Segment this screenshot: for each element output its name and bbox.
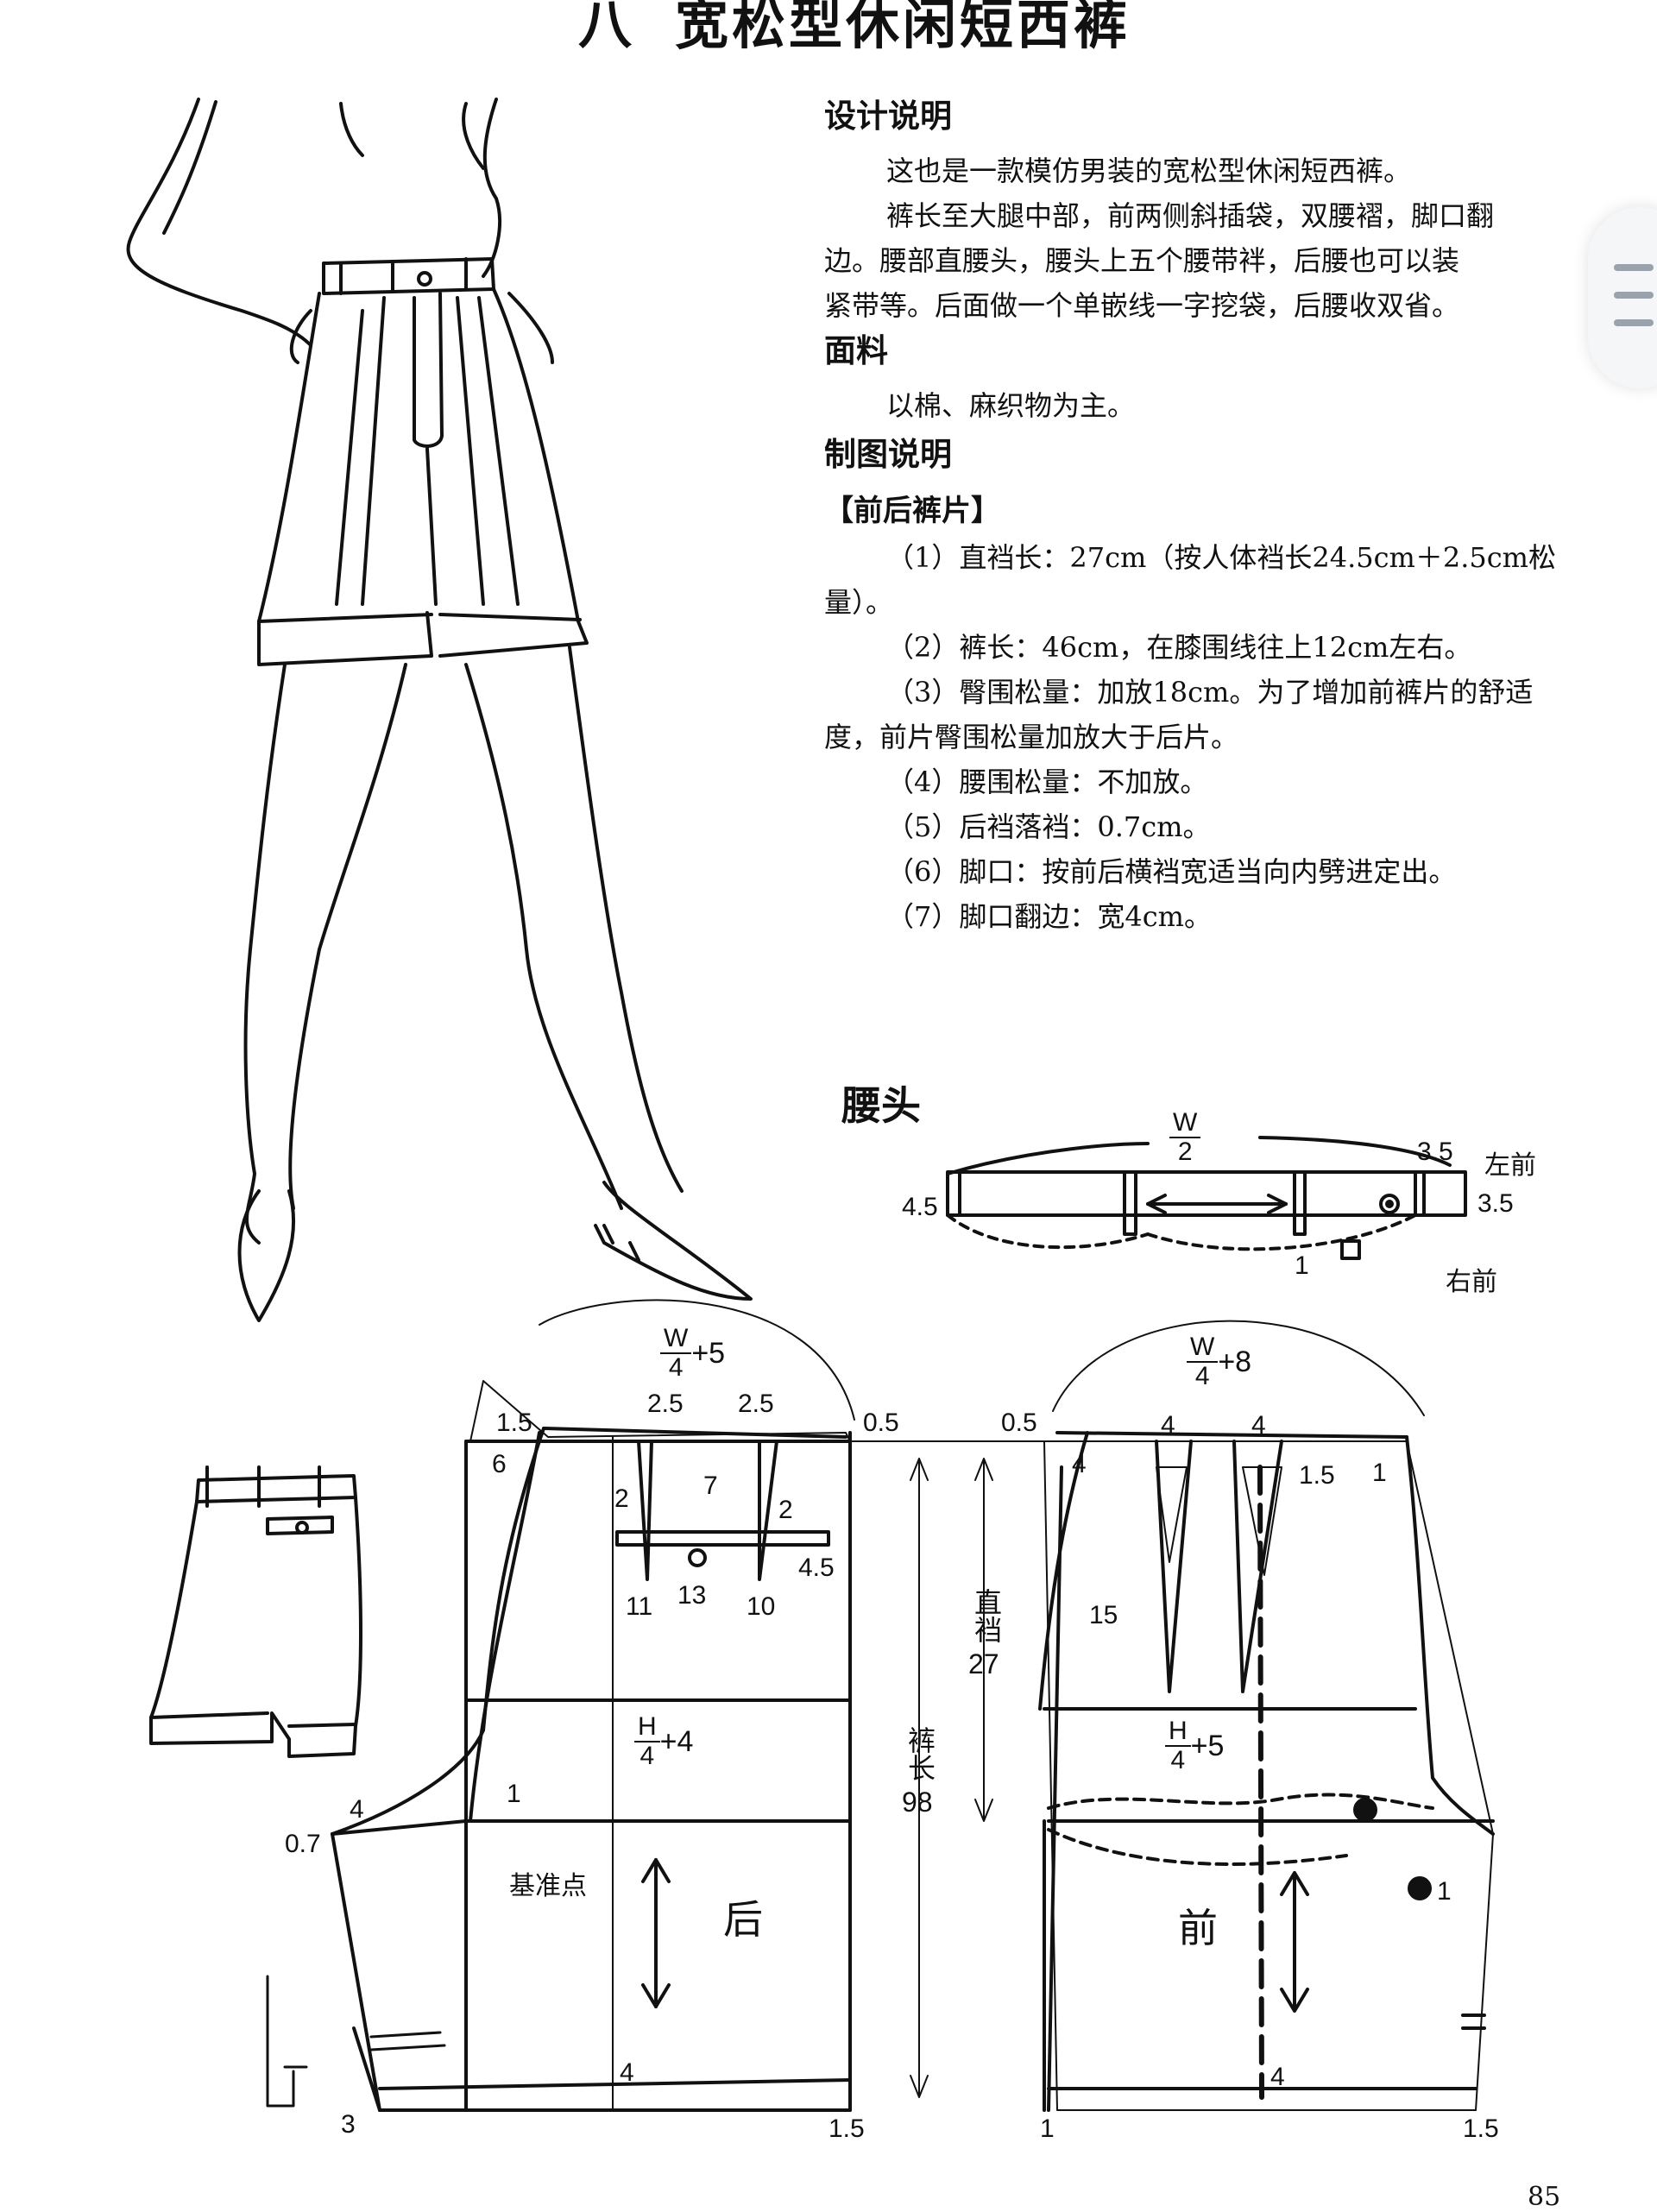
menu-handle[interactable] [1588, 207, 1657, 388]
drafting-item: （4）腰围松量：不加放。 [886, 766, 1208, 798]
back-label: 2.5 [647, 1390, 684, 1418]
drafting-item: （2）裤长：46cm，在膝围线往上12cm左右。 [886, 631, 1472, 664]
waistband-height-left: 4.5 [902, 1193, 938, 1221]
back-label: 7 [703, 1472, 718, 1500]
front-label: 15 [1089, 1601, 1118, 1629]
back-piece-label: 后 [723, 1896, 763, 1943]
back-waist-formula: W 4 +5 [660, 1325, 725, 1382]
drafting-subheading: 【前后裤片】 [824, 494, 1000, 528]
front-waist-formula: W 4 +8 [1187, 1333, 1251, 1390]
design-p2c: 紧带等。后面做一个单嵌线一字挖袋，后腰收双省。 [824, 289, 1460, 322]
description-block: 设计说明 这也是一款模仿男装的宽松型休闲短西裤。 裤长至大腿中部，前两侧斜插袋，… [824, 95, 1601, 939]
menu-icon-bar [1614, 292, 1654, 299]
drafting-item: （5）后裆落裆：0.7cm。 [886, 810, 1211, 843]
front-label: 0.5 [1001, 1408, 1037, 1437]
drafting-item: （6）脚口：按前后横裆宽适当向内劈进定出。 [886, 855, 1457, 888]
drafting-item: （7）脚口翻边：宽4cm。 [886, 900, 1212, 933]
back-label: 2 [614, 1484, 629, 1513]
back-label: 13 [677, 1581, 707, 1610]
waistband-width-right: 3.5 [1417, 1138, 1453, 1166]
waistband-one: 1 [1295, 1251, 1309, 1280]
drafting-item: 度，前片臀围松量加放大于后片。 [824, 721, 1239, 753]
back-label: 1.5 [496, 1408, 532, 1437]
pants-length-label: 裤长 [904, 1726, 936, 1781]
front-label: 1.5 [1463, 2114, 1499, 2143]
waistband-right-front: 右前 [1446, 1267, 1497, 1297]
design-heading: 设计说明 [824, 98, 952, 135]
design-p2b: 边。腰部直腰头，腰头上五个腰带袢，后腰也可以装 [824, 244, 1460, 277]
back-label: 10 [747, 1592, 776, 1621]
back-label: 3 [341, 2110, 356, 2139]
front-label: 1 [1437, 1877, 1452, 1906]
fabric-heading: 面料 [824, 332, 888, 369]
crotch-depth-value: 27 [968, 1648, 999, 1679]
front-piece-label: 前 [1178, 1905, 1218, 1951]
front-label: 1 [1372, 1459, 1387, 1487]
design-p1: 这也是一款模仿男装的宽松型休闲短西裤。 [886, 154, 1412, 187]
section-number: 八 [578, 0, 636, 56]
drafting-item: （3）臀围松量：加放18cm。为了增加前裤片的舒适 [886, 676, 1534, 709]
menu-icon-bar [1614, 319, 1654, 326]
back-label: 1.5 [828, 2114, 865, 2143]
fabric-p1: 以棉、麻织物为主。 [886, 389, 1136, 422]
crotch-depth-label: 直裆 [970, 1588, 1003, 1643]
back-label: 2 [778, 1496, 793, 1524]
waistband-title: 腰头 [841, 1082, 921, 1129]
back-hip-formula: H 4 +4 [634, 1713, 693, 1770]
page-number: 85 [1528, 2182, 1561, 2212]
back-label: 4 [350, 1795, 364, 1824]
drafting-item: 量）。 [824, 586, 894, 619]
back-label: 4 [620, 2058, 634, 2087]
back-label: 2.5 [738, 1390, 774, 1418]
section-title: 宽松型休闲短西裤 [675, 0, 1131, 56]
page-title: 八宽松型休闲短西裤 [578, 0, 1131, 59]
front-label: 1.5 [1299, 1461, 1335, 1490]
front-label: 4 [1270, 2063, 1285, 2091]
drafting-item: （1）直裆长：27cm（按人体裆长24.5cm＋2.5cm松 [886, 541, 1557, 574]
waistband-left-front: 左前 [1484, 1150, 1536, 1181]
front-hip-formula: H 4 +5 [1165, 1717, 1224, 1774]
design-p2a: 裤长至大腿中部，前两侧斜插袋，双腰褶，脚口翻 [886, 199, 1495, 232]
back-label: 0.5 [863, 1408, 899, 1437]
front-label: 4 [1161, 1411, 1175, 1440]
back-label: 6 [492, 1450, 507, 1478]
back-label: 0.7 [285, 1830, 321, 1858]
waistband-height-right: 3.5 [1477, 1189, 1514, 1218]
back-label: 11 [626, 1592, 653, 1621]
reference-point-label: 基准点 [509, 1871, 587, 1901]
pants-length-value: 98 [902, 1787, 933, 1818]
drafting-heading: 制图说明 [824, 436, 952, 473]
waistband-fraction: W 2 [1169, 1109, 1201, 1166]
back-label: 4.5 [798, 1553, 835, 1582]
front-label: 4 [1251, 1411, 1266, 1440]
front-label: 1 [1040, 2114, 1055, 2143]
menu-icon-bar [1614, 264, 1654, 271]
front-label: 4 [1072, 1450, 1087, 1478]
back-label: 1 [507, 1780, 521, 1808]
